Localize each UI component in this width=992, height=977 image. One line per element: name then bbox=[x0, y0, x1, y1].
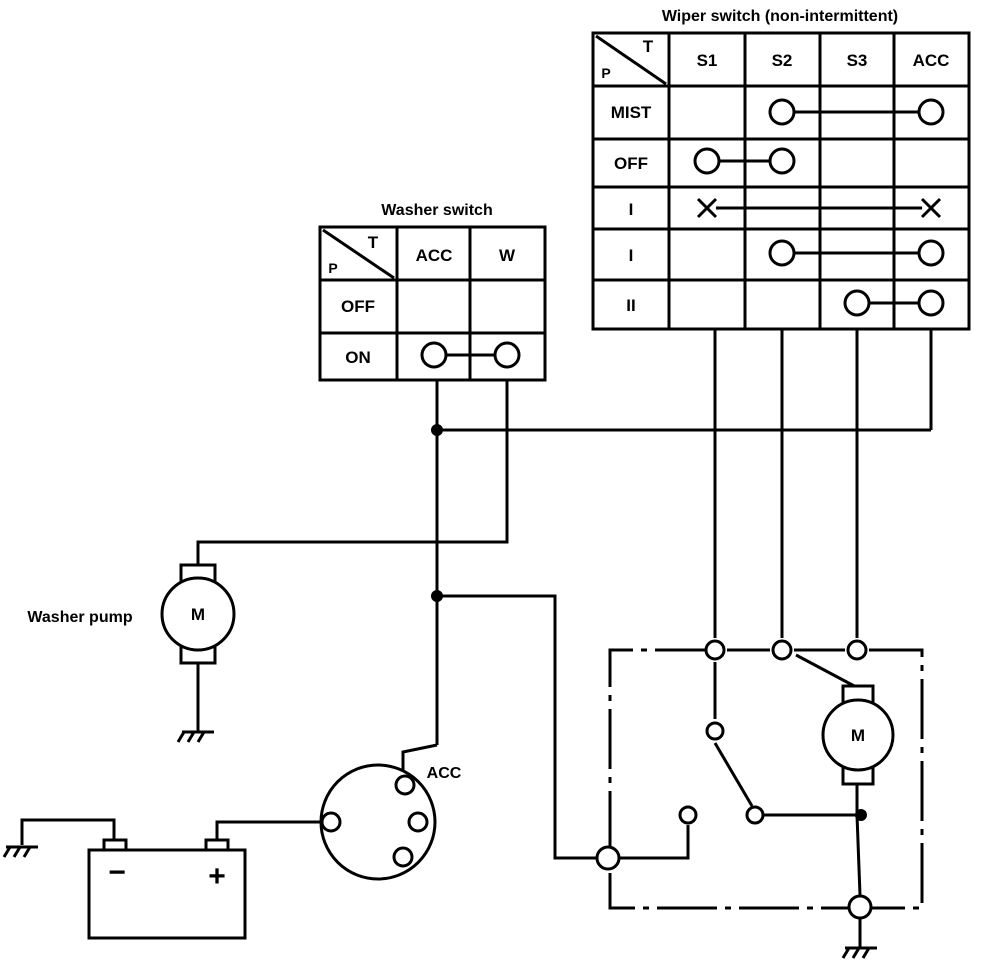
wires bbox=[20, 329, 933, 948]
wiper-corner-p: P bbox=[601, 65, 610, 81]
washer-switch-title: Washer switch bbox=[381, 202, 492, 219]
wiper-motor bbox=[821, 684, 895, 786]
wiper-col-acc: ACC bbox=[913, 51, 950, 70]
ground-symbol-battery bbox=[2, 845, 38, 858]
washer-corner-t: T bbox=[368, 233, 379, 252]
wiper-terminals bbox=[595, 639, 873, 920]
wiper-switch-table bbox=[591, 31, 971, 331]
battery bbox=[87, 838, 247, 940]
wiper-col-s3: S3 bbox=[847, 51, 868, 70]
washer-col-w: W bbox=[499, 246, 516, 265]
wiper-row-mist: MIST bbox=[611, 103, 652, 122]
washer-on-connection bbox=[420, 341, 521, 369]
ground-symbol-pump bbox=[176, 730, 214, 743]
washer-corner-p: P bbox=[328, 260, 337, 276]
wiper-motor-m: M bbox=[851, 726, 865, 745]
wiper-off-connection bbox=[693, 147, 796, 175]
junction-dots bbox=[431, 424, 867, 821]
washer-row-off: OFF bbox=[341, 297, 375, 316]
wiper-row-i-upper: I bbox=[629, 200, 634, 219]
wiper-col-s2: S2 bbox=[772, 51, 793, 70]
washer-pump-motor bbox=[160, 563, 236, 665]
wiper-row-i: I bbox=[629, 246, 634, 265]
wiper-corner-t: T bbox=[643, 37, 654, 56]
washer-col-acc: ACC bbox=[416, 246, 453, 265]
washer-pump-label: Washer pump bbox=[27, 609, 132, 626]
wiper-i-connection bbox=[768, 239, 945, 267]
washer-row-on: ON bbox=[345, 348, 371, 367]
wiper-mist-connection bbox=[768, 98, 945, 126]
ignition-switch bbox=[319, 763, 437, 881]
washer-pump-m: M bbox=[191, 605, 205, 624]
battery-minus-label: − bbox=[108, 856, 126, 889]
wiper-ii-connection bbox=[843, 289, 945, 317]
washer-switch-table bbox=[318, 225, 547, 382]
wiper-row-ii: II bbox=[626, 296, 635, 315]
ground-symbol-wiper bbox=[841, 946, 877, 959]
wiper-col-s1: S1 bbox=[697, 51, 718, 70]
battery-plus-label: + bbox=[208, 860, 226, 893]
wiper-i-x-connection bbox=[696, 197, 942, 219]
ignition-acc-label: ACC bbox=[427, 765, 462, 782]
wiper-switch-title: Wiper switch (non-intermittent) bbox=[662, 8, 898, 25]
wiper-row-off: OFF bbox=[614, 154, 648, 173]
